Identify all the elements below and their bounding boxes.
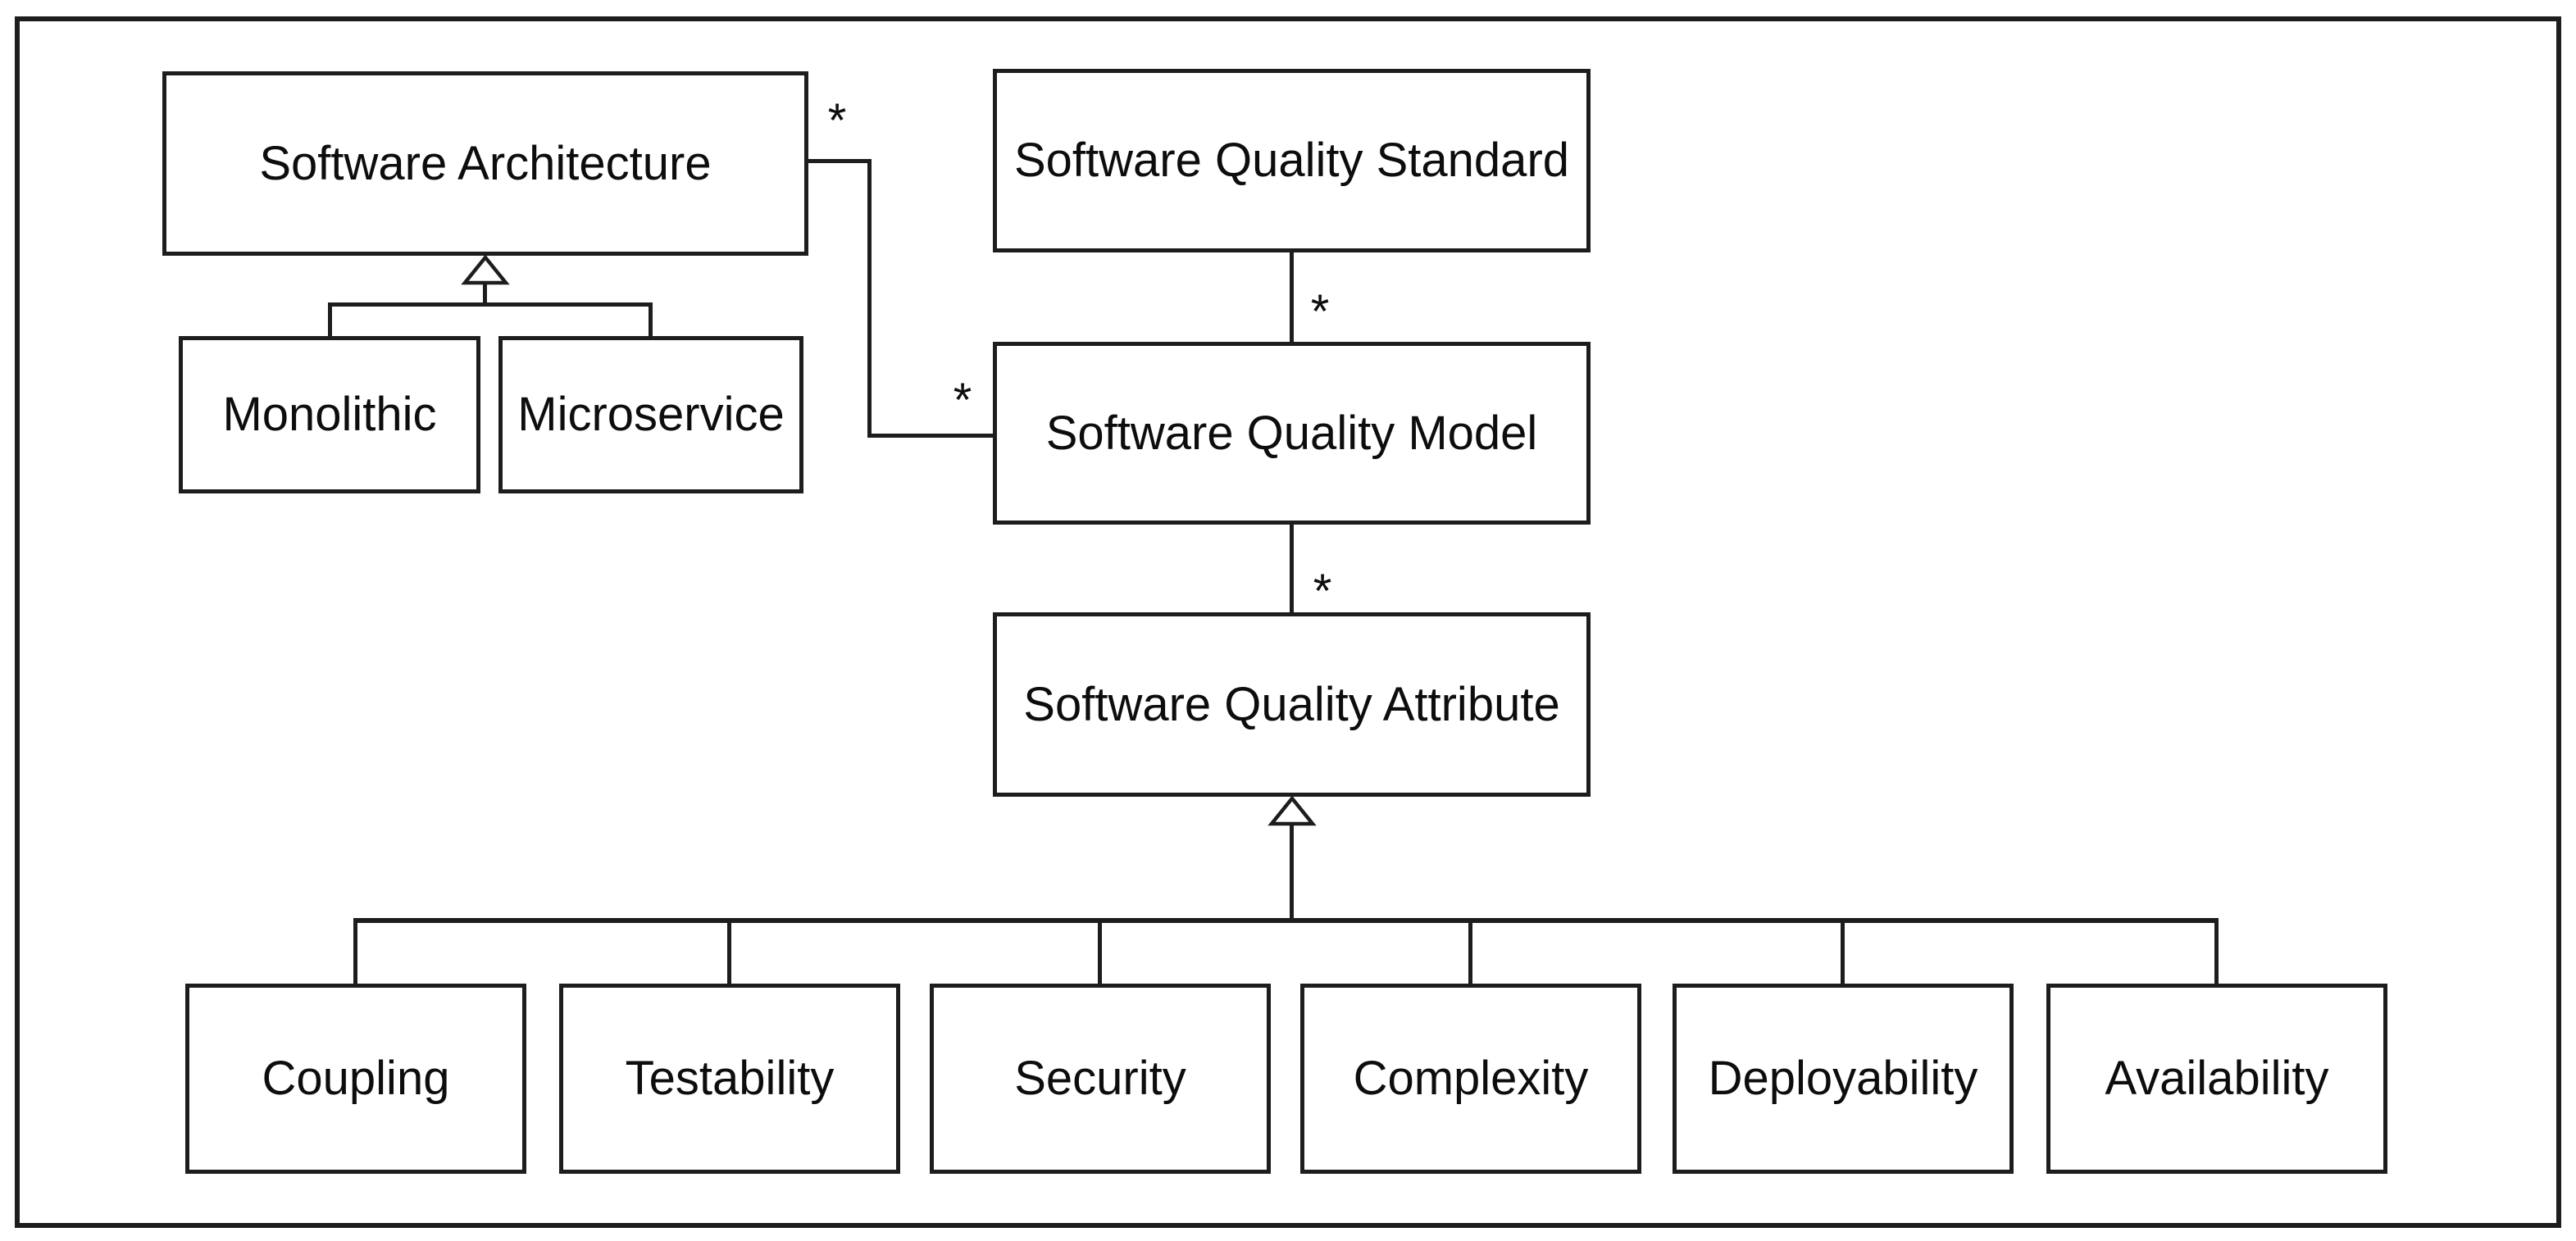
edge-availability-stub [2214,918,2219,984]
node-coupling: Coupling [185,984,526,1174]
node-label: Availability [2105,1052,2329,1106]
node-software-architecture: Software Architecture [162,71,808,256]
node-label: Testability [625,1052,835,1106]
node-software-quality-attribute: Software Quality Attribute [993,612,1591,797]
node-deployability: Deployability [1673,984,2014,1174]
edge-architecture-model-segment-3 [867,434,993,438]
node-monolithic: Monolithic [179,336,480,493]
node-complexity: Complexity [1300,984,1641,1174]
node-label: Microservice [517,388,785,442]
node-label: Security [1014,1052,1186,1106]
node-label: Software Architecture [259,136,712,190]
edge-attribute-children-stem [1290,824,1294,920]
node-microservice: Microservice [498,336,803,493]
multiplicity-architecture-end: * [827,94,847,148]
node-software-quality-standard: Software Quality Standard [993,69,1591,252]
edge-deployability-stub [1841,918,1845,984]
node-label: Software Quality Model [1045,406,1538,460]
edge-security-stub [1098,918,1102,984]
diagram-frame [15,16,2561,1228]
edge-microservice-stub [649,302,653,336]
node-software-quality-model: Software Quality Model [993,342,1591,525]
edge-architecture-model-segment-2 [867,159,872,438]
edge-architecture-children-stem [483,283,487,307]
edge-standard-model [1290,252,1294,342]
edge-architecture-children-bar [328,302,653,307]
node-label: Deployability [1708,1052,1978,1106]
multiplicity-model-to-attribute: * [1313,565,1332,618]
edge-model-attribute [1290,525,1294,612]
generalization-arrow-architecture [461,254,510,285]
node-label: Complexity [1353,1052,1589,1106]
multiplicity-model-end: * [953,374,972,427]
node-label: Software Quality Standard [1013,134,1570,188]
edge-coupling-stub [353,918,357,984]
edge-architecture-model-segment-1 [808,159,872,163]
node-label: Monolithic [222,388,437,442]
generalization-arrow-attribute [1268,795,1317,826]
edge-testability-stub [727,918,731,984]
node-security: Security [930,984,1271,1174]
node-label: Software Quality Attribute [1023,677,1560,731]
edge-complexity-stub [1468,918,1472,984]
node-label: Coupling [262,1052,450,1106]
edge-monolithic-stub [328,302,332,336]
multiplicity-standard-to-model: * [1310,285,1330,339]
node-testability: Testability [559,984,900,1174]
edge-attribute-children-bar [356,918,2217,923]
node-availability: Availability [2046,984,2387,1174]
